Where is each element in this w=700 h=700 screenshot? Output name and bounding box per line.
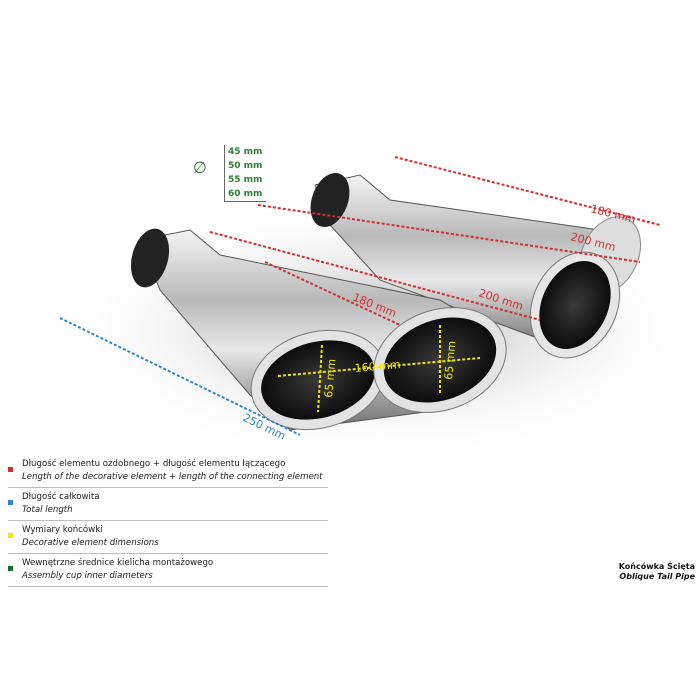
- legend-label-pl: Wewnętrzne średnice kielicha montażowego: [22, 558, 214, 568]
- back-pipe: [310, 172, 641, 359]
- dim-line-back-decorative: [394, 156, 661, 226]
- product-caption: Końcówka Ścięta Oblique Tail Pipe: [619, 562, 695, 582]
- legend-label-en: Total length: [22, 505, 73, 515]
- dim-line-height-left: [317, 344, 323, 413]
- legend-label-pl: Długość elementu ozdobnego + długość ele…: [22, 459, 286, 469]
- dim-line-total: [59, 317, 301, 436]
- legend-label-pl: Długość całkowita: [22, 492, 100, 502]
- legend-item-decorative-length: Długość elementu ozdobnego + długość ele…: [8, 455, 328, 488]
- diameter-icon: ∅: [193, 158, 207, 177]
- dim-line-back-total: [257, 204, 641, 263]
- dim-line-front-total: [209, 231, 541, 321]
- legend-label-en: Length of the decorative element + lengt…: [22, 472, 323, 482]
- yellow-swatch-icon: [8, 533, 13, 538]
- dim-outlet-height-right: 65 mm: [442, 340, 458, 380]
- legend-label-en: Assembly cup inner diameters: [22, 571, 153, 581]
- product-title-en: Oblique Tail Pipe: [619, 572, 695, 581]
- blue-swatch-icon: [8, 500, 13, 505]
- diameter-value: 60 mm: [228, 189, 263, 199]
- legend: Długość elementu ozdobnego + długość ele…: [8, 455, 328, 587]
- legend-item-cup-diameters: Wewnętrzne średnice kielicha montażowego…: [8, 554, 328, 587]
- diameter-value: 50 mm: [228, 161, 263, 171]
- diameter-value: 45 mm: [228, 147, 263, 157]
- product-title-pl: Końcówka Ścięta: [618, 562, 695, 571]
- dim-outlet-width: 160 mm: [354, 358, 401, 375]
- dim-outlet-height-left: 65 mm: [322, 358, 338, 398]
- red-swatch-icon: [8, 467, 13, 472]
- diameter-value: 55 mm: [228, 175, 263, 185]
- legend-item-element-dimensions: Wymiary końcówki Decorative element dime…: [8, 521, 328, 554]
- legend-label-pl: Wymiary końcówki: [22, 525, 103, 535]
- dim-line-width: [277, 357, 481, 377]
- legend-label-en: Decorative element dimensions: [22, 538, 159, 548]
- legend-item-total-length: Długość całkowita Total length: [8, 488, 328, 521]
- diameter-list: 45 mm 50 mm 55 mm 60 mm: [224, 145, 267, 202]
- green-swatch-icon: [8, 566, 13, 571]
